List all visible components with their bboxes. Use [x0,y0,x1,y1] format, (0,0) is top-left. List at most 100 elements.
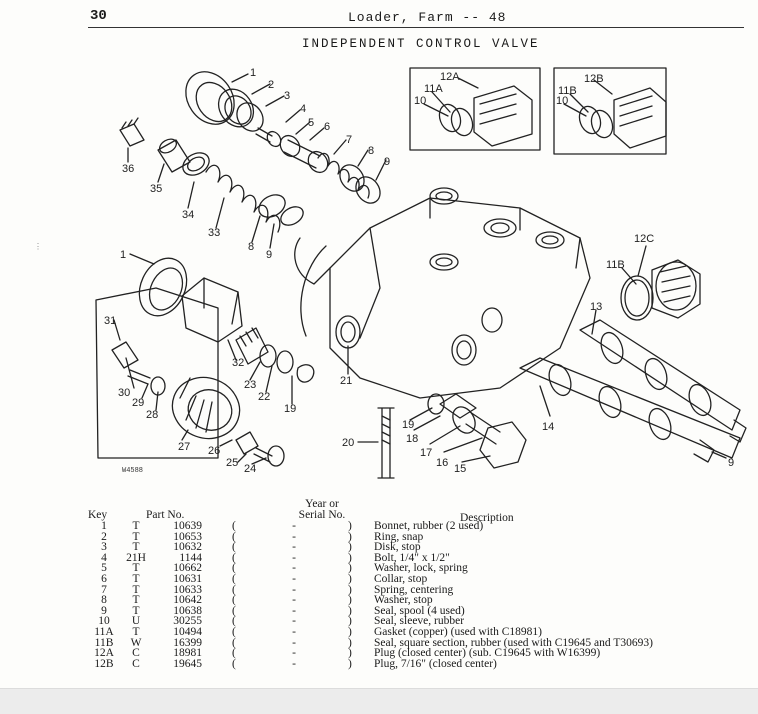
svg-text:7: 7 [346,134,352,146]
svg-text:19: 19 [284,403,296,415]
row-right-paren: ) [348,647,352,660]
svg-text:9: 9 [728,457,734,469]
row-right-paren: ) [348,572,352,585]
row-left-paren: ( [232,583,236,596]
row-left-paren: ( [232,572,236,585]
row-part-prefix: T [132,520,140,532]
svg-text:10: 10 [414,95,426,107]
svg-text:6: 6 [324,121,330,133]
row-key: 11B [94,636,114,649]
row-description: Seal, square section, rubber (used with … [374,636,653,649]
row-part-prefix: T [132,572,140,585]
svg-text:11A: 11A [424,83,443,95]
row-part-prefix: T [132,594,140,607]
row-part-number: 30255 [173,615,202,628]
svg-text:11B: 11B [558,85,577,97]
svg-text:11B: 11B [606,259,625,271]
row-left-paren: ( [232,657,236,670]
row-key: 5 [101,562,107,575]
row-part-prefix: T [132,604,140,617]
svg-text:32: 32 [232,357,244,369]
year-header-line2: Serial No. [298,509,346,521]
row-part-number: 10632 [173,541,202,554]
svg-text:35: 35 [150,183,162,195]
row-left-paren: ( [232,604,236,617]
svg-text:27: 27 [178,441,190,453]
row-key: 1 [101,520,107,532]
svg-text:24: 24 [244,463,256,475]
row-right-paren: ) [348,583,352,596]
row-right-paren: ) [348,604,352,617]
row-year: - [292,541,296,554]
svg-text:18: 18 [406,433,418,445]
svg-text:20: 20 [342,437,354,449]
row-year: - [292,604,296,617]
row-right-paren: ) [348,594,352,607]
row-left-paren: ( [232,562,236,575]
row-left-paren: ( [232,594,236,607]
row-left-paren: ( [232,541,236,554]
svg-text:12C: 12C [634,233,654,245]
row-key: 6 [101,572,107,585]
row-part-number: 19645 [173,657,202,670]
row-year: - [292,572,296,585]
running-title: Loader, Farm -- 48 [348,10,507,25]
row-part-prefix: T [132,583,140,596]
row-year: - [292,636,296,649]
row-part-number: 10662 [173,562,202,575]
row-part-number: 10653 [173,530,202,543]
svg-text:23: 23 [244,379,256,391]
row-description: Bolt, 1/4" x 1/2" [374,551,450,564]
row-part-prefix: T [132,562,140,575]
row-part-prefix: T [132,541,140,554]
row-part-prefix: C [132,647,140,660]
svg-text:12B: 12B [584,73,604,85]
svg-text:33: 33 [208,227,220,239]
row-part-number: 1144 [179,551,202,564]
row-part-number: 18981 [173,647,202,660]
svg-text:34: 34 [182,209,194,221]
section-title: INDEPENDENT CONTROL VALVE [302,37,540,51]
row-left-paren: ( [232,520,236,532]
row-part-number: 16399 [173,636,202,649]
row-part-number: 10631 [173,572,202,585]
header-rule [88,27,744,28]
row-left-paren: ( [232,551,236,564]
row-left-paren: ( [232,530,236,543]
description-header: Description [460,512,514,524]
svg-text:10: 10 [556,95,568,107]
page-number: 30 [90,8,107,24]
svg-text:3: 3 [284,90,290,102]
row-key: 12A [94,647,114,660]
svg-text:25: 25 [226,457,238,469]
svg-text:28: 28 [146,409,158,421]
row-description: Washer, lock, spring [374,562,468,575]
svg-text:22: 22 [258,391,270,403]
row-description: Gasket (copper) (used with C18981) [374,625,542,638]
svg-text:9: 9 [384,156,390,168]
svg-text:14: 14 [542,421,554,433]
scan-speck: ⋮ [34,242,42,251]
row-right-paren: ) [348,657,352,670]
row-part-prefix: C [132,657,140,670]
svg-text:8: 8 [248,241,254,253]
row-part-prefix: 21H [126,551,146,564]
row-key: 11A [94,625,114,638]
row-description: Spring, centering [374,583,454,596]
key-header: Key [88,509,108,521]
row-key: 10 [98,615,110,628]
row-part-prefix: U [131,615,141,628]
row-right-paren: ) [348,551,352,564]
catalog-page: 30 Loader, Farm -- 48 INDEPENDENT CONTRO… [0,0,758,688]
